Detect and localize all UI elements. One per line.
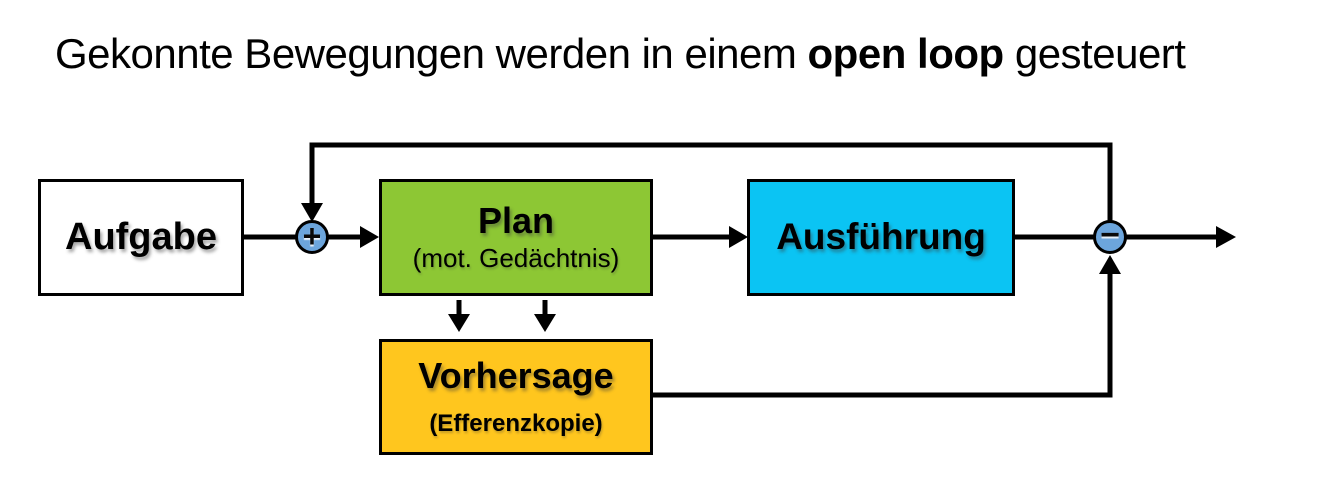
plan-box: Plan (mot. Gedächtnis) xyxy=(379,179,653,296)
vorhersage-label: Vorhersage xyxy=(418,354,614,396)
line-vorhersage-to-minus xyxy=(653,274,1113,398)
plus-summing-junction: + xyxy=(295,220,329,254)
arrowhead-into-minus-junction xyxy=(1099,255,1121,274)
ausfuehrung-box: Ausführung xyxy=(747,179,1015,296)
page-title: Gekonnte Bewegungen werden in einem open… xyxy=(55,30,1186,78)
arrowhead-plan-to-vorhersage-left xyxy=(448,314,470,332)
aufgabe-label: Aufgabe xyxy=(65,215,217,258)
vorhersage-sublabel: (Efferenzkopie) xyxy=(429,409,603,437)
title-suffix: gesteuert xyxy=(1003,30,1186,77)
plus-sign-icon: + xyxy=(302,217,322,254)
ausfuehrung-label: Ausführung xyxy=(776,216,986,258)
minus-sign-icon: − xyxy=(1100,216,1120,254)
title-prefix: Gekonnte Bewegungen werden in einem xyxy=(55,30,808,77)
plan-label: Plan xyxy=(477,200,555,242)
minus-summing-junction: − xyxy=(1093,216,1127,254)
title-bold-open-loop: open loop xyxy=(807,30,1005,77)
vorhersage-box: Vorhersage (Efferenzkopie) xyxy=(379,339,653,455)
arrowhead-into-plan xyxy=(360,226,379,248)
arrowhead-output xyxy=(1216,226,1236,248)
aufgabe-box: Aufgabe xyxy=(38,179,244,296)
arrowhead-plan-to-vorhersage-right xyxy=(534,314,556,332)
feedback-top-line xyxy=(309,142,1113,221)
arrowhead-into-plus-junction xyxy=(301,203,323,222)
arrowhead-into-ausfuehrung xyxy=(729,226,748,248)
plan-sublabel: (mot. Gedächtnis) xyxy=(412,243,620,274)
